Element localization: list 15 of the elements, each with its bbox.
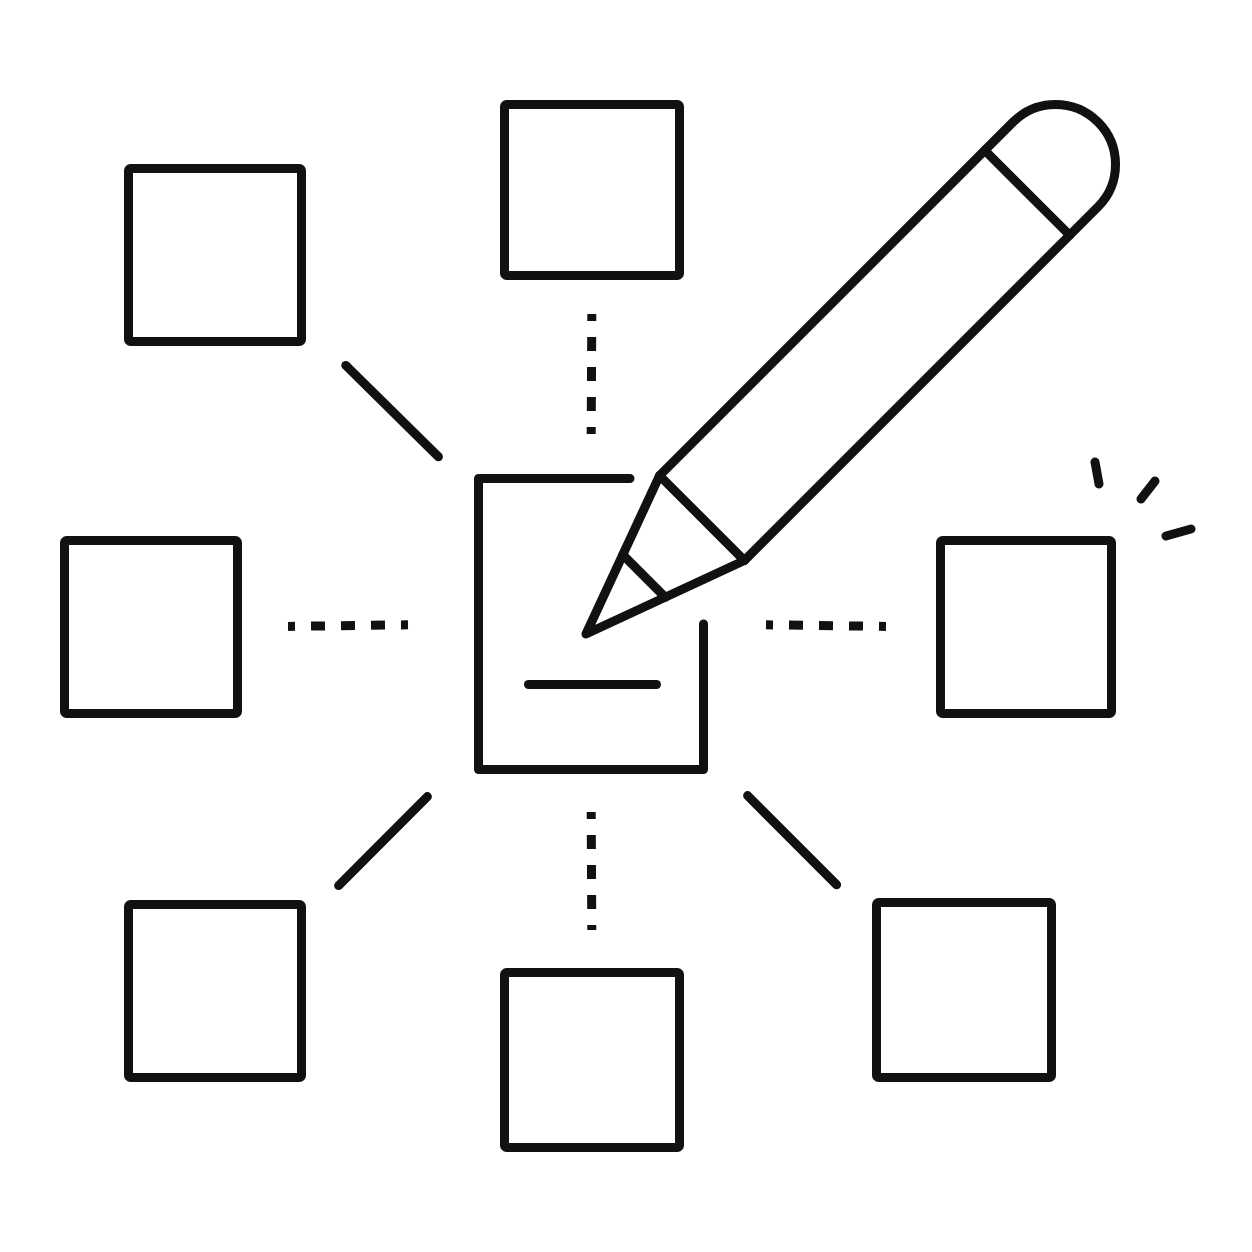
dotted-connector <box>586 314 597 434</box>
connector-line <box>334 792 432 891</box>
connector-line <box>341 360 443 462</box>
connector-line <box>743 791 842 890</box>
square-box <box>124 900 306 1082</box>
square-box <box>936 536 1116 718</box>
dotted-connector <box>586 811 597 930</box>
dotted-connector <box>287 620 409 631</box>
center-box <box>474 474 708 774</box>
square-box <box>124 164 306 346</box>
square-box <box>60 536 242 718</box>
square-box <box>500 968 684 1152</box>
square-box <box>872 898 1056 1082</box>
dotted-connector <box>765 620 887 631</box>
square-box <box>500 100 684 280</box>
